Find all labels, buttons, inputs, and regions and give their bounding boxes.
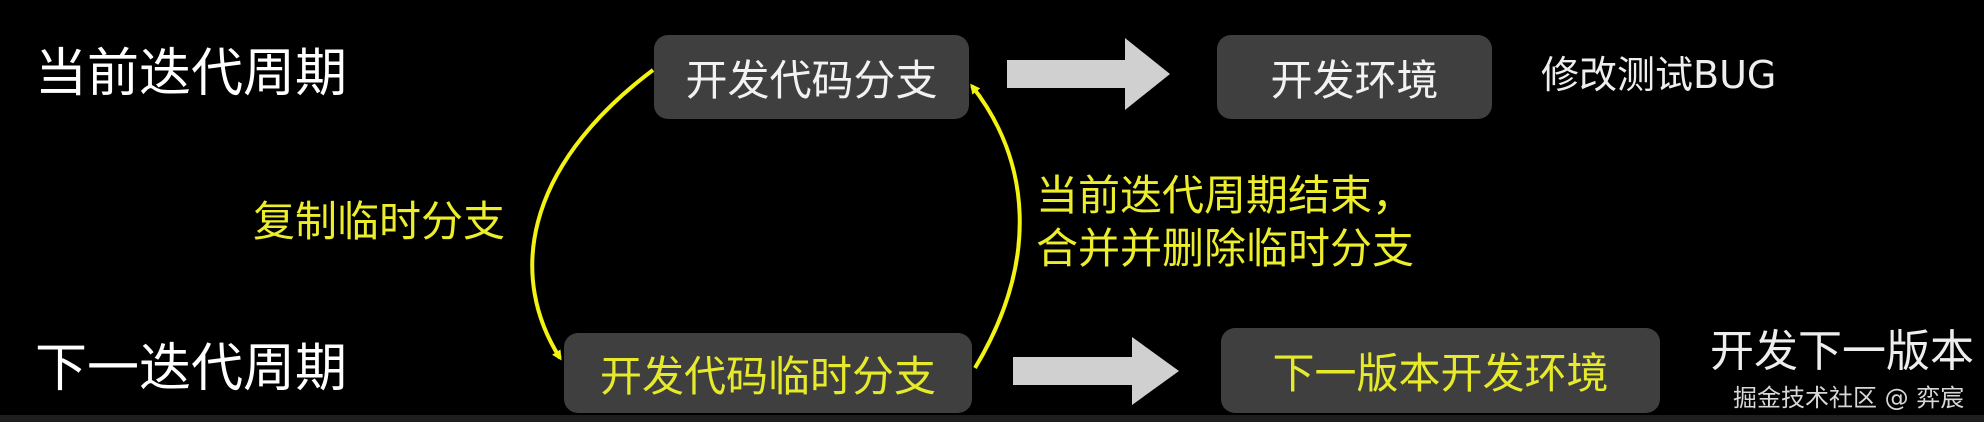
next-env-label: 下一版本开发环境 bbox=[1272, 349, 1609, 398]
dev-env-label: 开发环境 bbox=[1270, 55, 1439, 105]
fix-bugs-note: 修改测试BUG bbox=[1541, 53, 1777, 97]
temp-branch-label: 开发代码临时分支 bbox=[599, 351, 936, 401]
dev-env-box: 开发环境 bbox=[1217, 35, 1492, 119]
dev-branch-box: 开发代码分支 bbox=[654, 35, 969, 119]
dev-branch-label: 开发代码分支 bbox=[685, 55, 938, 105]
temp-branch-box: 开发代码临时分支 bbox=[564, 333, 972, 413]
current-iteration-label: 当前迭代周期 bbox=[35, 44, 348, 104]
watermark: 掘金技术社区 @ 弈宸 bbox=[1733, 384, 1965, 412]
next-iteration-label: 下一迭代周期 bbox=[35, 339, 348, 399]
bottom-strip bbox=[0, 415, 1984, 422]
merge-branch-curve-arrow bbox=[970, 83, 1022, 370]
merge-label-line1: 当前迭代周期结束， bbox=[1036, 171, 1415, 220]
next-env-box: 下一版本开发环境 bbox=[1221, 328, 1660, 413]
right-arrow-icon bbox=[1007, 38, 1170, 110]
copy-branch-curve-arrow bbox=[530, 68, 655, 361]
merge-branch-label: 当前迭代周期结束， 合并并删除临时分支 bbox=[1036, 170, 1414, 275]
merge-label-line2: 合并并删除临时分支 bbox=[1036, 223, 1415, 273]
copy-branch-label: 复制临时分支 bbox=[253, 197, 506, 246]
right-arrow-icon bbox=[1013, 337, 1179, 405]
dev-next-note: 开发下一版本 bbox=[1710, 326, 1974, 377]
